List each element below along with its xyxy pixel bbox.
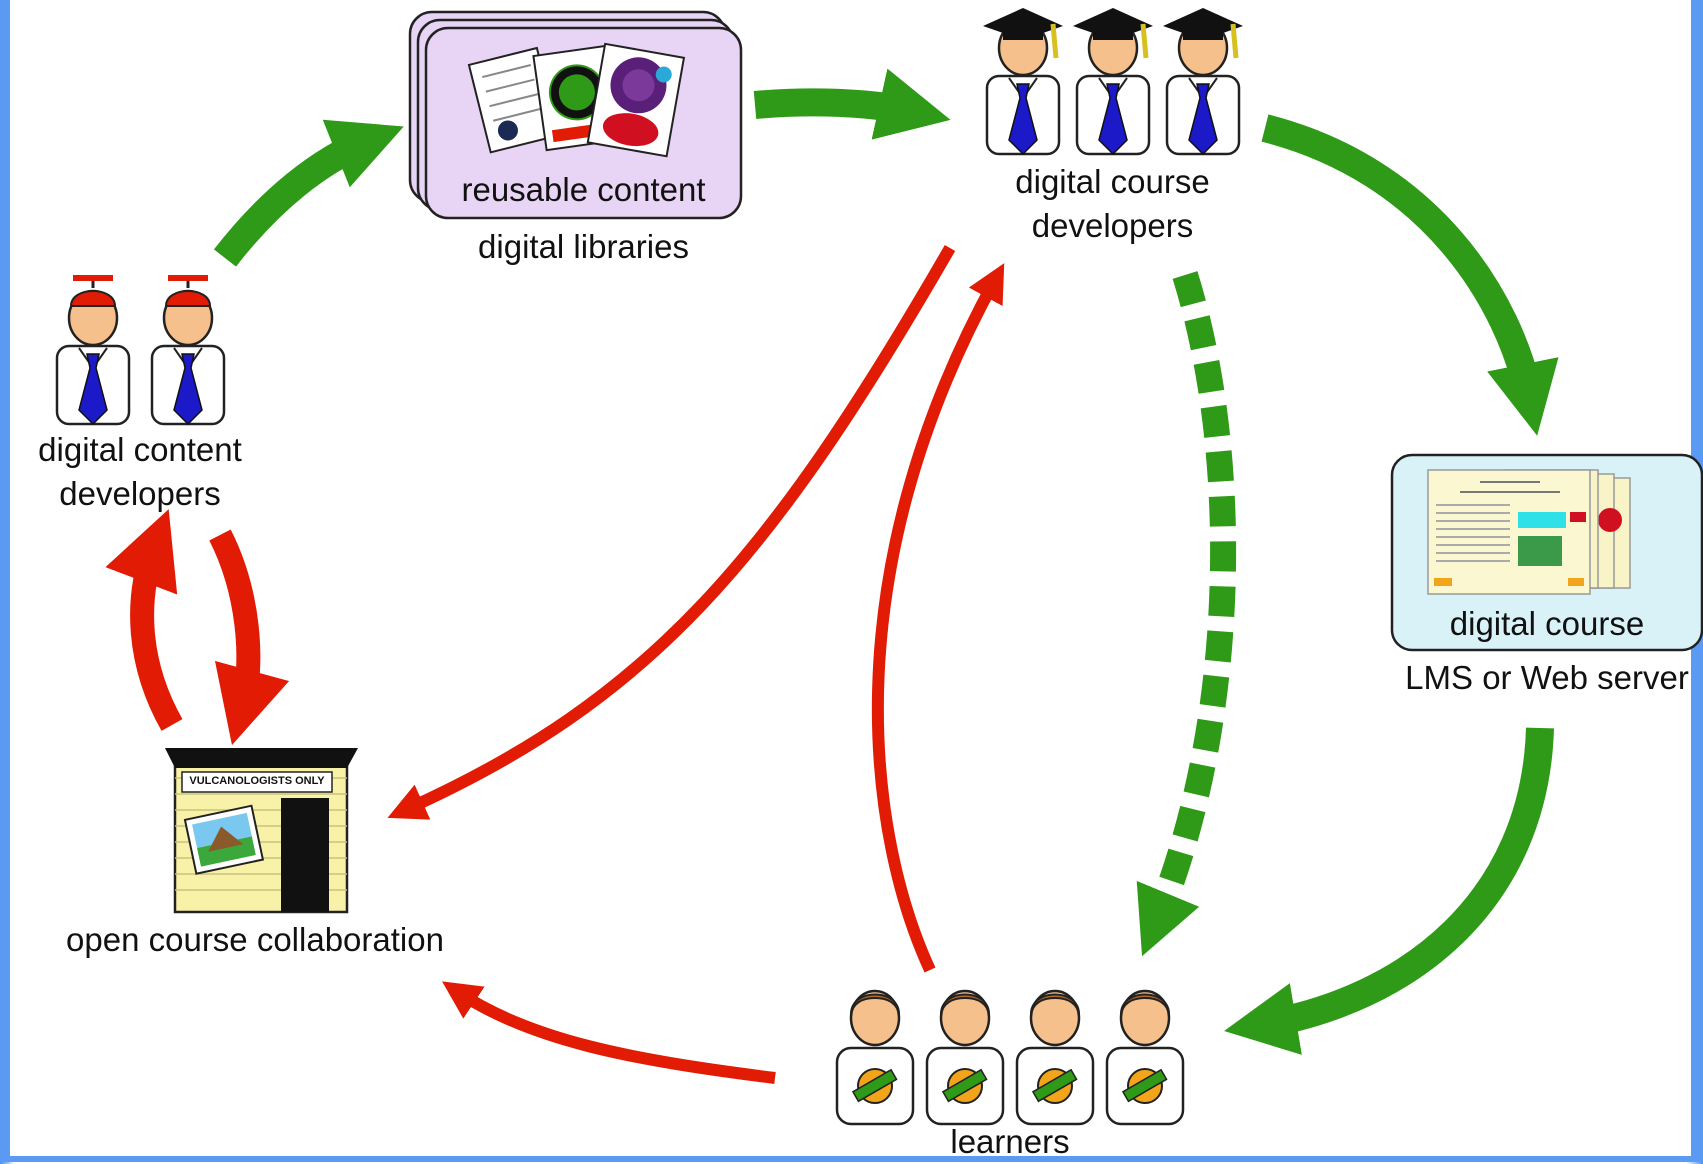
- graduation-cap-icon: [1163, 8, 1243, 59]
- open-course-collaboration-label: open course collaboration: [66, 921, 444, 958]
- learner-3: [1015, 989, 1095, 1126]
- arrow-course-devs-to-learners-dashed: [1136, 271, 1237, 957]
- course-developer-2: [1073, 8, 1153, 156]
- workflow-diagram: [55, 8, 1703, 1126]
- arrow-course-devs-to-collaboration: [387, 245, 956, 820]
- learner-2: [925, 989, 1005, 1126]
- open-course-collaboration-node: [165, 748, 358, 914]
- arrow-libraries-to-course-devs: [753, 68, 951, 140]
- arrow-content-devs-to-libraries: [213, 119, 404, 267]
- course-developers-label-line1: digital course: [1015, 163, 1210, 200]
- arrow-learners-to-course-devs: [871, 263, 1005, 973]
- reusable-content-label: reusable content: [461, 171, 706, 208]
- arrow-course-devs-to-course: [1261, 114, 1559, 436]
- content-developers-label-line2: developers: [59, 475, 221, 512]
- arrow-collaboration-to-content-devs: [105, 509, 183, 731]
- graduation-cap-icon: [983, 8, 1063, 59]
- course-developer-1: [983, 8, 1063, 156]
- propeller-cap-icon: [164, 275, 212, 307]
- vulcanologists-sign: VULCANOLOGISTS ONLY: [189, 775, 325, 787]
- course-developer-3: [1163, 8, 1243, 156]
- content-developers-label-line1: digital content: [38, 431, 242, 468]
- digital-course-node: [1390, 453, 1703, 652]
- arrow-content-devs-to-collaboration: [209, 529, 290, 746]
- learners-node: [835, 989, 1185, 1126]
- shed-icon: [165, 748, 358, 914]
- course-pages-icon: [1427, 469, 1631, 595]
- arrow-learners-to-collaboration: [442, 981, 776, 1084]
- digital-libraries-node: [408, 10, 743, 220]
- graduation-cap-icon: [1073, 8, 1153, 59]
- learners-label: learners: [950, 1123, 1070, 1160]
- course-developers-label-line2: developers: [1031, 207, 1194, 244]
- content-developer-1: [55, 275, 131, 426]
- lms-web-server-label: LMS or Web server: [1405, 659, 1689, 696]
- digital-course-label: digital course: [1449, 605, 1645, 642]
- digital-course-developers-node: [983, 8, 1243, 156]
- learner-4: [1105, 989, 1185, 1126]
- propeller-cap-icon: [69, 275, 117, 307]
- thumbnail-stack-icon: [467, 42, 686, 158]
- digital-libraries-label: digital libraries: [478, 228, 689, 265]
- digital-content-developers-node: [55, 275, 226, 426]
- arrow-course-to-learners: [1224, 727, 1554, 1055]
- content-developer-2: [150, 275, 226, 426]
- learner-1: [835, 989, 915, 1126]
